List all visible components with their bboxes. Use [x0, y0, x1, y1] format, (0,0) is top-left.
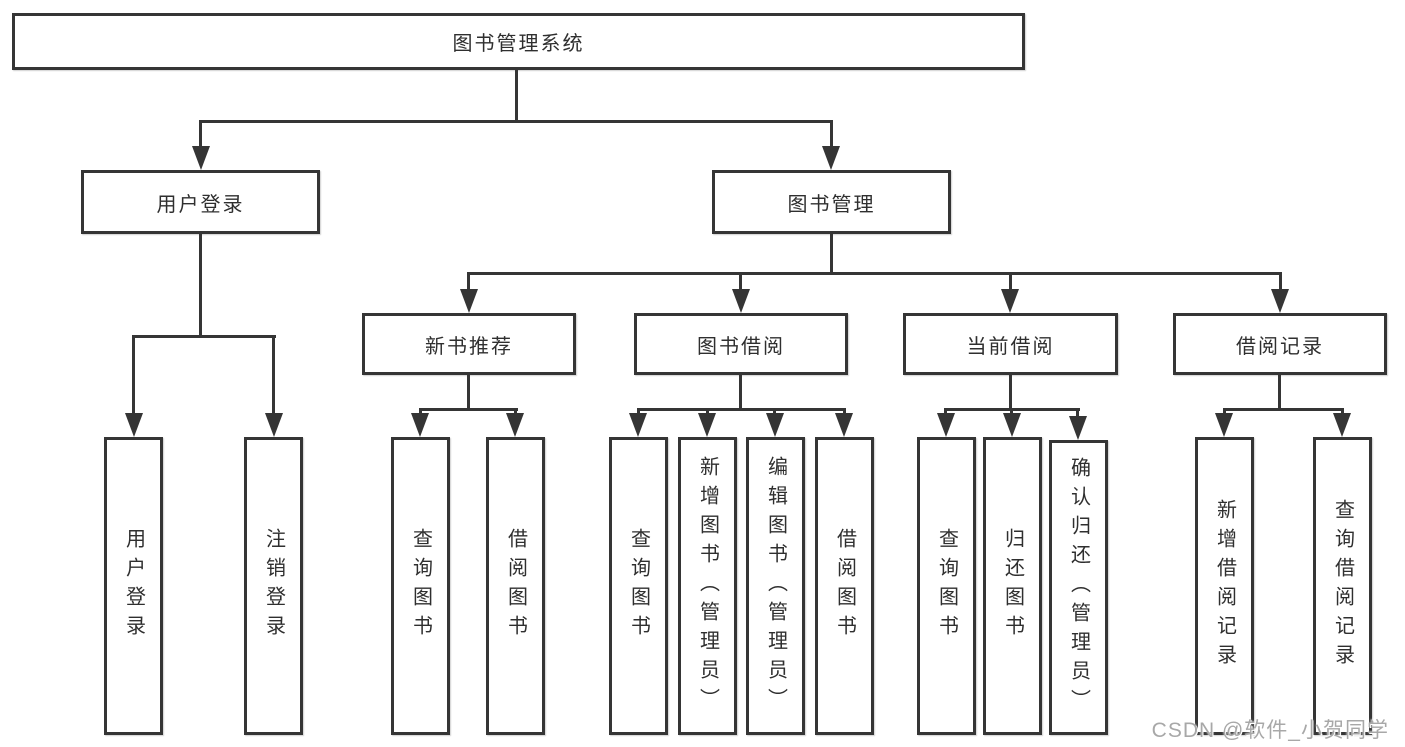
connector-arrow — [835, 413, 853, 437]
connector-line — [132, 335, 276, 338]
connector-arrow — [411, 413, 429, 437]
connector-line — [637, 408, 846, 411]
leaf-borrow-books-label: 借阅图书 — [504, 528, 527, 644]
leaf-user-login: 用户登录 — [104, 437, 163, 735]
connector-arrow — [698, 413, 716, 437]
leaf-query-books-label: 查询图书 — [409, 528, 432, 644]
connector-line — [944, 408, 947, 416]
leaf-borrow-books-2-label: 借阅图书 — [833, 528, 856, 644]
connector-arrow — [1271, 289, 1289, 313]
connector-line — [1223, 408, 1344, 411]
connector-line — [199, 234, 202, 335]
node-user-login-label: 用户登录 — [156, 193, 245, 216]
leaf-query-books-2: 查询图书 — [609, 437, 668, 735]
leaf-return-book-label: 归还图书 — [1001, 528, 1024, 644]
connector-line — [1009, 272, 1012, 291]
connector-line — [132, 335, 135, 415]
node-book-management: 图书管理 — [712, 170, 951, 234]
leaf-query-books-3: 查询图书 — [917, 437, 976, 735]
connector-line — [467, 272, 1282, 275]
connector-line — [419, 408, 518, 411]
connector-line — [773, 408, 776, 416]
connector-line — [515, 70, 518, 120]
connector-arrow — [506, 413, 524, 437]
leaf-edit-book-admin-label: 编辑图书（管理员） — [764, 455, 787, 717]
connector-line — [830, 234, 833, 272]
leaf-query-books-3-label: 查询图书 — [935, 528, 958, 644]
connector-line — [739, 375, 742, 408]
leaf-user-login-label: 用户登录 — [122, 528, 145, 644]
leaf-add-borrow-record-label: 新增借阅记录 — [1213, 499, 1236, 673]
leaf-return-book: 归还图书 — [983, 437, 1042, 735]
connector-arrow — [629, 413, 647, 437]
connector-line — [843, 408, 846, 416]
node-book-borrowing: 图书借阅 — [634, 313, 848, 375]
watermark: CSDN @软件_小贺同学 — [1151, 719, 1389, 742]
connector-line — [1278, 375, 1281, 408]
node-new-book-recommend: 新书推荐 — [362, 313, 576, 375]
node-book-borrowing-label: 图书借阅 — [697, 335, 785, 358]
connector-line — [1010, 408, 1013, 416]
leaf-borrow-books-2: 借阅图书 — [815, 437, 874, 735]
leaf-logout-label: 注销登录 — [262, 528, 285, 644]
connector-arrow — [1003, 413, 1021, 437]
connector-arrow — [1069, 416, 1087, 440]
connector-line — [637, 408, 640, 416]
connector-line — [272, 335, 275, 415]
leaf-query-borrow-record: 查询借阅记录 — [1313, 437, 1372, 735]
leaf-query-books-2-label: 查询图书 — [627, 528, 650, 644]
connector-line — [739, 272, 742, 291]
node-book-management-label: 图书管理 — [787, 193, 876, 216]
connector-line — [467, 375, 470, 408]
connector-arrow — [1215, 413, 1233, 437]
connector-line — [706, 408, 709, 416]
node-user-login: 用户登录 — [81, 170, 320, 234]
connector-line — [199, 120, 202, 148]
connector-line — [467, 272, 470, 291]
node-new-book-recommend-label: 新书推荐 — [425, 335, 513, 358]
node-current-borrowing: 当前借阅 — [903, 313, 1118, 375]
connector-arrow — [822, 146, 840, 170]
connector-arrow — [125, 413, 143, 437]
connector-arrow — [192, 146, 210, 170]
connector-line — [1009, 375, 1012, 408]
leaf-borrow-books: 借阅图书 — [486, 437, 545, 735]
connector-arrow — [732, 289, 750, 313]
leaf-confirm-return-admin: 确认归还（管理员） — [1049, 440, 1108, 735]
connector-line — [419, 408, 422, 416]
connector-arrow — [460, 289, 478, 313]
connector-arrow — [766, 413, 784, 437]
connector-arrow — [1333, 413, 1351, 437]
connector-arrow — [937, 413, 955, 437]
node-borrowing-records-label: 借阅记录 — [1236, 335, 1324, 358]
connector-arrow — [1001, 289, 1019, 313]
node-current-borrowing-label: 当前借阅 — [966, 335, 1055, 358]
connector-line — [1341, 408, 1344, 416]
node-root-label: 图书管理系统 — [452, 33, 585, 55]
connector-line — [1223, 408, 1226, 416]
connector-line — [514, 408, 517, 416]
connector-line — [1076, 408, 1079, 416]
node-borrowing-records: 借阅记录 — [1173, 313, 1387, 375]
leaf-logout: 注销登录 — [244, 437, 303, 735]
leaf-edit-book-admin: 编辑图书（管理员） — [746, 437, 805, 735]
connector-arrow — [265, 413, 283, 437]
leaf-query-books: 查询图书 — [391, 437, 450, 735]
leaf-add-borrow-record: 新增借阅记录 — [1195, 437, 1254, 735]
node-root: 图书管理系统 — [12, 13, 1025, 70]
leaf-confirm-return-admin-label: 确认归还（管理员） — [1067, 457, 1090, 718]
connector-line — [830, 120, 833, 148]
connector-line — [199, 120, 833, 123]
connector-line — [1279, 272, 1282, 291]
leaf-query-borrow-record-label: 查询借阅记录 — [1331, 499, 1354, 673]
leaf-add-book-admin-label: 新增图书（管理员） — [696, 455, 719, 717]
leaf-add-book-admin: 新增图书（管理员） — [678, 437, 737, 735]
